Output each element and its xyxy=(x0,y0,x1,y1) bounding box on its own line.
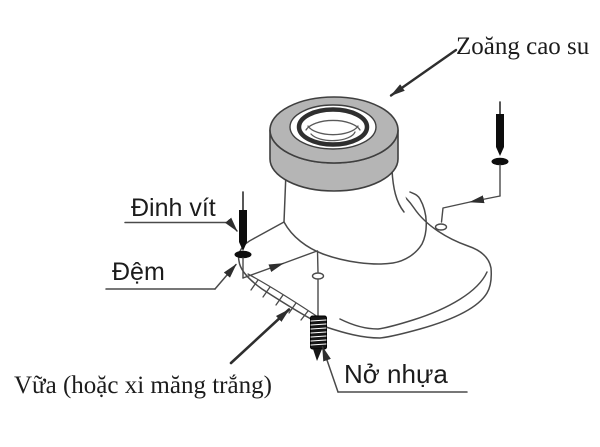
leader-dem xyxy=(105,263,237,290)
screw-right xyxy=(440,101,509,223)
gasket-hole-ring xyxy=(296,107,370,147)
leader-dinh-vit xyxy=(124,217,238,232)
gasket-threads xyxy=(305,119,361,142)
cutaway-section xyxy=(242,250,325,318)
leader-vua xyxy=(229,308,291,365)
base-shoulder-curve xyxy=(283,191,427,265)
label-mortar: Vữa (hoặc xi măng trắng) xyxy=(14,372,272,399)
floor-hole-left xyxy=(311,272,325,280)
screw-left xyxy=(234,191,252,279)
leader-screw-right xyxy=(440,195,501,223)
leader-no-nhua xyxy=(321,346,468,393)
rubber-gasket xyxy=(269,96,399,192)
label-washer: Đệm xyxy=(112,258,165,286)
label-rubber-gasket: Zoăng cao su xyxy=(456,33,590,60)
mounting-hole-right xyxy=(434,223,448,231)
washer-left xyxy=(234,250,252,259)
leader-zoang-cao-su xyxy=(389,48,458,97)
base-rim-edge xyxy=(339,271,488,330)
label-screw: Đinh vít xyxy=(131,194,216,222)
plastic-anchor xyxy=(310,315,327,361)
washer-right xyxy=(491,157,509,166)
label-plastic-anchor: Nở nhựa xyxy=(344,359,448,389)
